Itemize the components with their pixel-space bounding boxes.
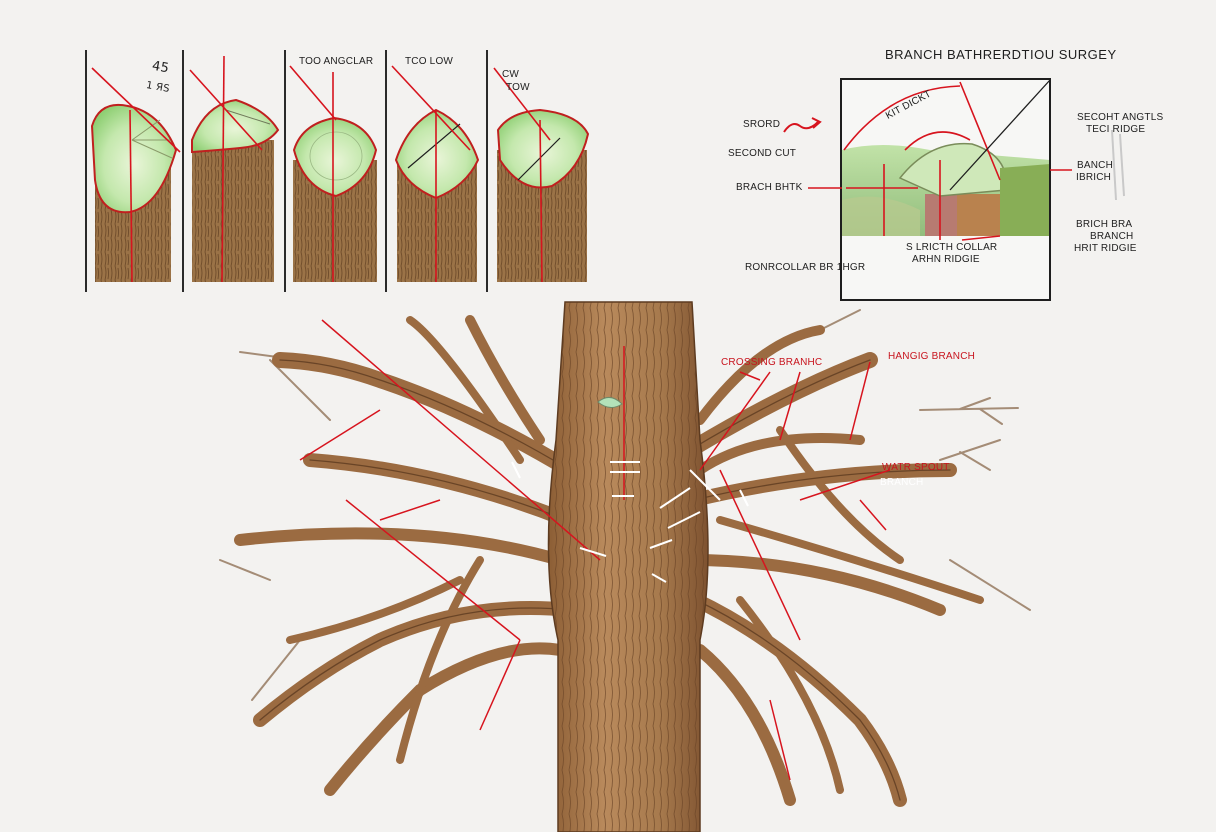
label-banch: BANCH — [1077, 160, 1114, 171]
label-cw: CW — [502, 69, 520, 80]
detail-annotations — [843, 81, 1001, 241]
label-water-spout-branch: BRANCH — [880, 477, 924, 488]
cut-example-3 — [289, 65, 378, 282]
panel-dividers — [85, 50, 488, 292]
label-srord: SRORD — [743, 119, 781, 130]
label-water-spout: WATR SPOUT — [882, 462, 950, 473]
label-brach-bhtk: BRACH BHTK — [736, 182, 803, 193]
label-too-angular: TOO ANGCLAR — [299, 56, 374, 67]
label-teci-ridge: TECI RIDGE — [1086, 124, 1146, 135]
branch-outlines — [259, 359, 951, 801]
cut-example-4 — [391, 65, 480, 282]
label-collar-bottom: RONRCOLLAR BR 1HGR — [745, 262, 866, 273]
detail-frame — [840, 78, 1051, 301]
label-too-low: TCO LOW — [405, 56, 454, 67]
cut-example-2 — [189, 55, 280, 283]
label-hanging-branch: HANGIG BRANCH — [888, 351, 976, 362]
cut-mark-icon — [511, 461, 749, 583]
trunk — [547, 301, 709, 832]
cut-example-1 — [90, 67, 181, 283]
label-ridge: ARHN RIDGIE — [912, 254, 980, 265]
red-arrow-icon — [783, 121, 819, 133]
pencil-stroke-icon — [1111, 129, 1125, 201]
label-brich-bra: BRICH BRA — [1076, 219, 1133, 230]
label-hrit-ridgie: HRIT RIDGIE — [1074, 243, 1137, 254]
cut-guide-lines — [299, 319, 891, 781]
label-collar: S LRICTH COLLAR — [906, 242, 998, 253]
label-crossing-branch: CROSSING BRANHC — [721, 357, 823, 368]
label-tow: TOW — [506, 82, 530, 93]
detail-title: BRANCH BATHRERDTIOU SURGEY — [885, 47, 1117, 62]
label-ibrich: IBRICH — [1076, 172, 1112, 183]
label-secoht-angtls: SECOHT ANGTLS — [1077, 112, 1164, 123]
label-branch: BRANCH — [1090, 231, 1134, 242]
twigs — [219, 309, 1031, 701]
label-second-cut: SECOND CUT — [728, 148, 797, 159]
cut-example-5 — [493, 67, 590, 283]
